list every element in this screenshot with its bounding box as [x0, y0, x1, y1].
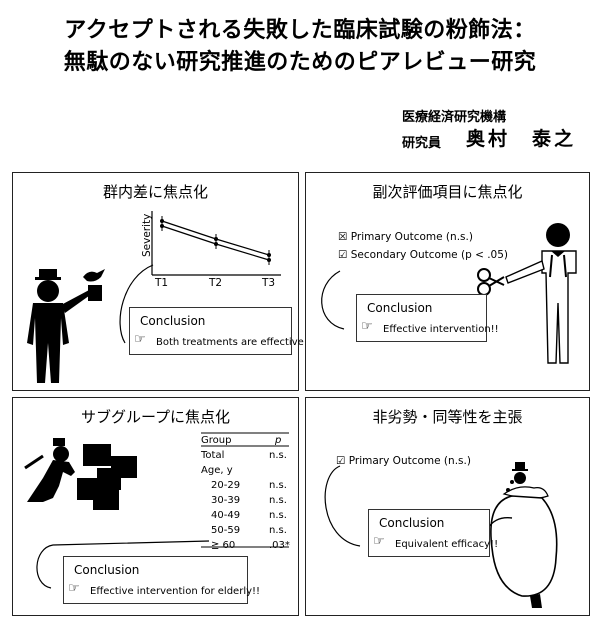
table-row-p: n.s. — [269, 450, 287, 461]
panel-within-group: 群内差に焦点化 Severity T1 T2 T3 Conclusion — [12, 172, 312, 391]
ninja-figure-icon — [24, 438, 75, 502]
plot-ylabel: Severity — [141, 213, 153, 257]
panel-secondary-outcome: 副次評価項目に焦点化 ☒ Primary Outcome (n.s.) ☑ Se… — [305, 172, 590, 391]
conclusion-text: Effective intervention!! — [383, 324, 499, 335]
affiliation: 医療経済研究機構 — [402, 110, 507, 125]
table-row-group: ≧ 60 — [211, 540, 236, 551]
panel3-art — [24, 432, 289, 589]
table-row-group: Age, y — [201, 465, 233, 476]
pointing-hand-icon: ☞ — [361, 319, 373, 334]
main-title-line-1: アクセプトされる失敗した臨床試験の粉飾法： — [64, 17, 536, 43]
severity-plot — [27, 211, 281, 383]
connector-curve — [321, 270, 345, 330]
panel4-art — [324, 462, 558, 608]
table-row-p: n.s. — [269, 480, 287, 491]
conclusion-text: Equivalent efficacy!! — [395, 539, 499, 550]
main-title-line-2: 無駄のない研究推進のためのピアレビュー研究 — [63, 49, 537, 75]
magician-icon — [27, 269, 105, 383]
table-header-p: p — [275, 435, 282, 446]
checked-box-icon: ☑ — [338, 249, 348, 261]
author-name: 奥村 泰之 — [466, 128, 577, 150]
pointing-hand-icon: ☞ — [134, 332, 146, 347]
plot-error-bars — [161, 216, 270, 265]
conclusion-heading: Conclusion — [367, 301, 433, 315]
panel-title: 副次評価項目に焦点化 — [372, 183, 523, 201]
table-rules — [201, 432, 289, 548]
plot-tick-t1: T1 — [155, 277, 169, 289]
scissors-icon — [477, 268, 505, 296]
connector-curve — [36, 540, 210, 589]
panel-title: 非劣勢・同等性を主張 — [372, 408, 523, 426]
conclusion-box: Conclusion ☞ Effective intervention for … — [63, 556, 260, 604]
pointing-hand-icon: ☞ — [68, 581, 80, 596]
stacked-blocks-icon — [77, 444, 137, 510]
outcome-secondary: ☑ Secondary Outcome (p < .05) — [338, 249, 508, 261]
plot-tick-t3: T3 — [262, 277, 276, 289]
conclusion-box: Conclusion ☞ Both treatments are effecti… — [129, 307, 312, 355]
butler-icon — [505, 223, 577, 364]
outcome-primary: ☒ Primary Outcome (n.s.) — [338, 231, 473, 243]
conclusion-box: Conclusion ☞ Effective intervention!! — [356, 294, 499, 342]
table-header-group: Group — [201, 435, 232, 446]
outcome-primary-label: Primary Outcome (n.s.) — [350, 231, 473, 243]
panel-title: 群内差に焦点化 — [102, 183, 208, 201]
plot-tick-t2: T2 — [209, 277, 223, 289]
outcome-secondary-label: Secondary Outcome (p < .05) — [350, 249, 508, 261]
connector-curve — [119, 264, 154, 344]
table-row-group: 20-29 — [211, 480, 241, 491]
conclusion-box: Conclusion ☞ Equivalent efficacy!! — [368, 509, 498, 557]
balloon-figure-icon — [487, 462, 558, 608]
pointing-hand-icon: ☞ — [373, 534, 385, 549]
panel-non-inferiority: 非劣勢・同等性を主張 ☑ Primary Outcome (n.s.) Conc… — [305, 397, 590, 616]
panel-title: サブグループに焦点化 — [80, 408, 231, 426]
table-row-p: n.s. — [269, 495, 287, 506]
conclusion-heading: Conclusion — [379, 516, 445, 530]
panel-subgroup: サブグループに焦点化 Group p Total n.s. Age, y 20-… — [12, 397, 299, 616]
conclusion-text: Both treatments are effective!! — [156, 337, 312, 348]
connector-curve — [324, 465, 361, 547]
outcome-primary: ☑ Primary Outcome (n.s.) — [336, 455, 471, 467]
plot-points — [160, 219, 271, 262]
table-row-p: n.s. — [269, 510, 287, 521]
table-row-p: .03* — [269, 540, 290, 551]
panel2-art — [321, 223, 577, 364]
conclusion-text: Effective intervention for elderly!! — [90, 586, 261, 597]
conclusion-heading: Conclusion — [74, 563, 140, 577]
author-role: 研究員 — [402, 136, 442, 151]
table-row-p: n.s. — [269, 525, 287, 536]
table-row-group: 40-49 — [211, 510, 241, 521]
table-row-group: 50-59 — [211, 525, 241, 536]
conclusion-heading: Conclusion — [140, 314, 206, 328]
checked-box-icon: ☑ — [336, 455, 346, 467]
crossed-box-icon: ☒ — [338, 231, 348, 243]
table-row-group: 30-39 — [211, 495, 241, 506]
subgroup-table: Group p Total n.s. Age, y 20-29 n.s. 30-… — [201, 435, 291, 555]
table-row-group: Total — [201, 450, 225, 461]
outcome-primary-label: Primary Outcome (n.s.) — [348, 455, 471, 467]
